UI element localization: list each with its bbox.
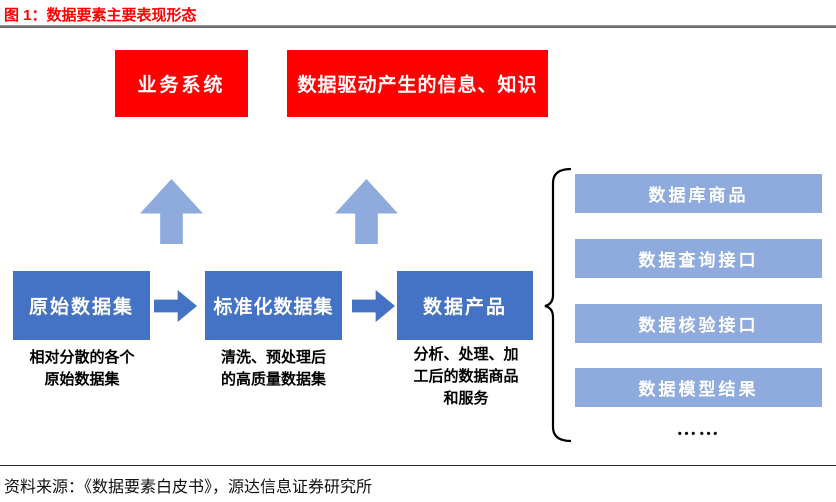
data-product-caption: 分析、处理、加 工后的数据商品 和服务 bbox=[413, 347, 519, 407]
output-bar-data-model-result: 数据模型结果 bbox=[575, 368, 822, 407]
figure-title: 图 1：数据要素主要表现形态 bbox=[4, 7, 197, 24]
output-bar-data-query-api: 数据查询接口 bbox=[575, 239, 822, 278]
standardized-dataset-caption: 清洗、预处理后 的高质量数据集 bbox=[220, 350, 326, 388]
business-system-label: 业务系统 bbox=[137, 75, 226, 96]
output-label: 数据模型结果 bbox=[638, 380, 759, 399]
business-system-box: 业务系统 bbox=[115, 50, 248, 117]
right-arrow-icon bbox=[352, 290, 395, 322]
title-divider bbox=[0, 25, 836, 28]
data-driven-info-box: 数据驱动产生的信息、知识 bbox=[287, 50, 548, 117]
up-arrow-icon bbox=[335, 179, 398, 244]
raw-dataset-label: 原始数据集 bbox=[28, 297, 134, 318]
source-note: 资料来源：《数据要素白皮书》，源达信息证券研究所 bbox=[4, 479, 373, 496]
standardized-dataset-box: 标准化数据集 bbox=[205, 271, 342, 340]
output-label: 数据核验接口 bbox=[638, 316, 759, 335]
right-arrow-icon bbox=[154, 290, 197, 322]
raw-dataset-caption: 相对分散的各个 原始数据集 bbox=[29, 350, 135, 388]
data-product-label: 数据产品 bbox=[422, 297, 507, 318]
output-bar-data-verification-api: 数据核验接口 bbox=[575, 304, 822, 343]
data-product-box: 数据产品 bbox=[397, 271, 533, 340]
output-label: 数据查询接口 bbox=[638, 251, 759, 270]
output-bar-database-product: 数据库商品 bbox=[575, 174, 822, 213]
standardized-dataset-label: 标准化数据集 bbox=[213, 297, 334, 318]
up-arrow-icon bbox=[140, 179, 203, 244]
raw-dataset-box: 原始数据集 bbox=[13, 271, 150, 340]
footer-divider bbox=[0, 465, 836, 466]
output-label: 数据库商品 bbox=[648, 186, 749, 205]
data-driven-info-label: 数据驱动产生的信息、知识 bbox=[297, 75, 538, 96]
outputs-ellipsis: …… bbox=[676, 418, 721, 440]
brace-icon bbox=[544, 167, 572, 443]
